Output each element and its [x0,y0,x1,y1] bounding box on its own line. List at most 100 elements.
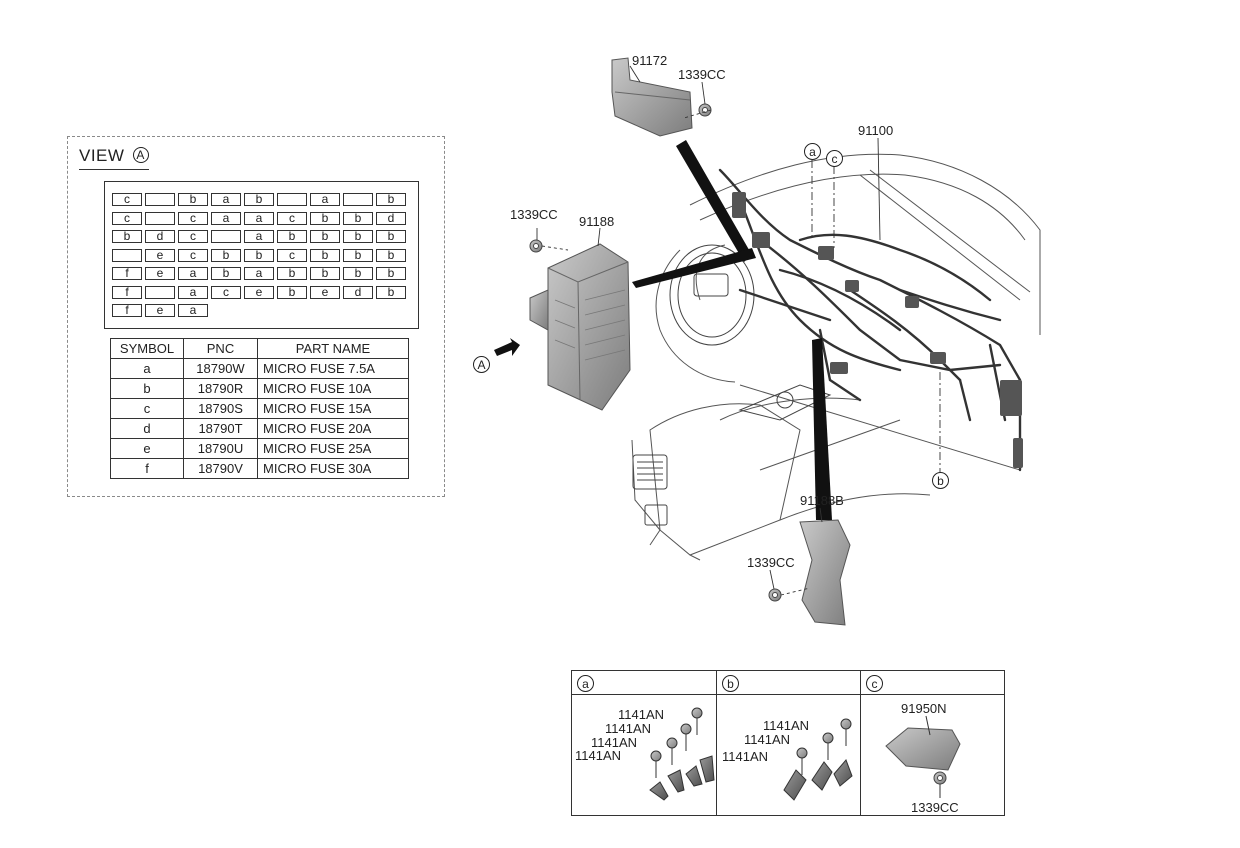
fuse-cell: b [376,248,406,262]
detail-panel-b-marker: b [722,675,739,692]
fuse-cell: a [178,285,208,299]
label-1339cc-junction: 1339CC [510,207,558,222]
fuse-cell: b [277,267,307,280]
nut-1339cc-lower [768,588,782,602]
fuse-cell [277,193,307,206]
fuse-cell: c [277,211,307,225]
legend-part-name-cell: MICRO FUSE 7.5A [257,358,409,379]
view-title: VIEW A [79,146,149,170]
fuse-cell: d [343,285,373,299]
detail-a-label-3: 1141AN [591,735,638,750]
fuse-cell [343,193,373,206]
fuse-cell: a [178,304,208,317]
fuse-cell: a [211,211,241,225]
fuse-cell: c [112,193,142,206]
legend-pnc-cell: 18790V [183,458,258,479]
fuse-cell: e [145,304,175,317]
detail-panel-b-header: b [717,671,860,695]
legend-symbol-cell: e [110,438,184,459]
detail-b-bolts [783,718,853,801]
fuse-cell [145,193,175,206]
label-91188: 91188 [579,214,615,229]
fuse-cell: b [310,211,340,225]
fuse-cell: b [343,248,373,262]
fuse-cell: b [112,230,142,243]
view-title-text: VIEW [79,146,125,165]
legend-symbol-cell: f [110,458,184,479]
fuse-cell: f [112,285,142,299]
legend-pnc-cell: 18790R [183,378,258,399]
fuse-cell: f [112,267,142,280]
legend-part-name-cell: MICRO FUSE 25A [257,438,409,459]
harness-callout-b: b [932,472,949,489]
fuse-cell: a [244,267,274,280]
fuse-cell [211,230,241,243]
leader-lines [536,65,881,596]
legend-header-part-name: PART NAME [257,338,409,359]
legend-part-name-cell: MICRO FUSE 20A [257,418,409,439]
fuse-cell [112,248,142,262]
fuse-cell: b [310,267,340,280]
detail-panel-c-header: c [861,671,1004,695]
harness-callout-c: c [826,150,843,167]
fuse-cell: b [343,230,373,243]
legend-part-name-cell: MICRO FUSE 30A [257,458,409,479]
legend-header-symbol: SYMBOL [110,338,184,359]
label-91172: 91172 [632,53,668,68]
fuse-cell: b [277,230,307,243]
legend-pnc-cell: 18790U [183,438,258,459]
center-console [632,384,832,526]
legend-symbol-cell: a [110,358,184,379]
fuse-cell: b [376,285,406,299]
fuse-cell: b [244,248,274,262]
fuse-cell: c [178,211,208,225]
legend-symbol-cell: c [110,398,184,419]
fuse-cell: e [244,285,274,299]
location-wedges [632,140,832,520]
fuse-cell: e [310,285,340,299]
fuse-cell: c [178,248,208,262]
fuse-cell: b [343,267,373,280]
view-title-marker: A [132,147,149,163]
fuse-cell: e [145,248,175,262]
nut-1339cc-top [698,103,712,117]
detail-panels: a 1141AN 1141AN 1141AN 1141AN b 1141AN 1… [571,670,1005,816]
detail-a-label-4: 1141AN [575,748,622,763]
fuse-cell: c [277,248,307,262]
fuse-cell: a [310,193,340,206]
view-a-arrow-marker: A [473,356,490,373]
legend-header-pnc: PNC [183,338,258,359]
fuse-cell: a [244,211,274,225]
fuse-cell: b [376,230,406,243]
fuse-cell: a [178,267,208,280]
harness-callout-a: a [804,143,821,160]
fuse-cell: b [376,193,406,206]
fuse-cell: b [211,248,241,262]
fuse-cell: b [376,267,406,280]
detail-b-label-2: 1141AN [744,732,791,747]
view-a-arrow [494,338,520,356]
fuse-cell: c [112,211,142,225]
label-91188b: 91188B [800,493,844,508]
label-1339cc-top: 1339CC [678,67,726,82]
fuse-cell: f [112,304,142,317]
fuse-cell: e [145,267,175,280]
legend-pnc-cell: 18790T [183,418,258,439]
legend-header-row: SYMBOL PNC PART NAME [110,338,409,359]
label-91100: 91100 [858,123,894,138]
detail-b-label-1: 1141AN [763,718,810,733]
detail-a-label-1: 1141AN [618,707,665,722]
module-91172 [611,57,693,137]
fuse-cell: d [145,230,175,243]
harness-connectors [732,192,1023,468]
detail-panel-c: c 91950N 1339CC [861,671,1004,815]
detail-panel-a-header: a [572,671,716,695]
legend-symbol-cell: b [110,378,184,399]
